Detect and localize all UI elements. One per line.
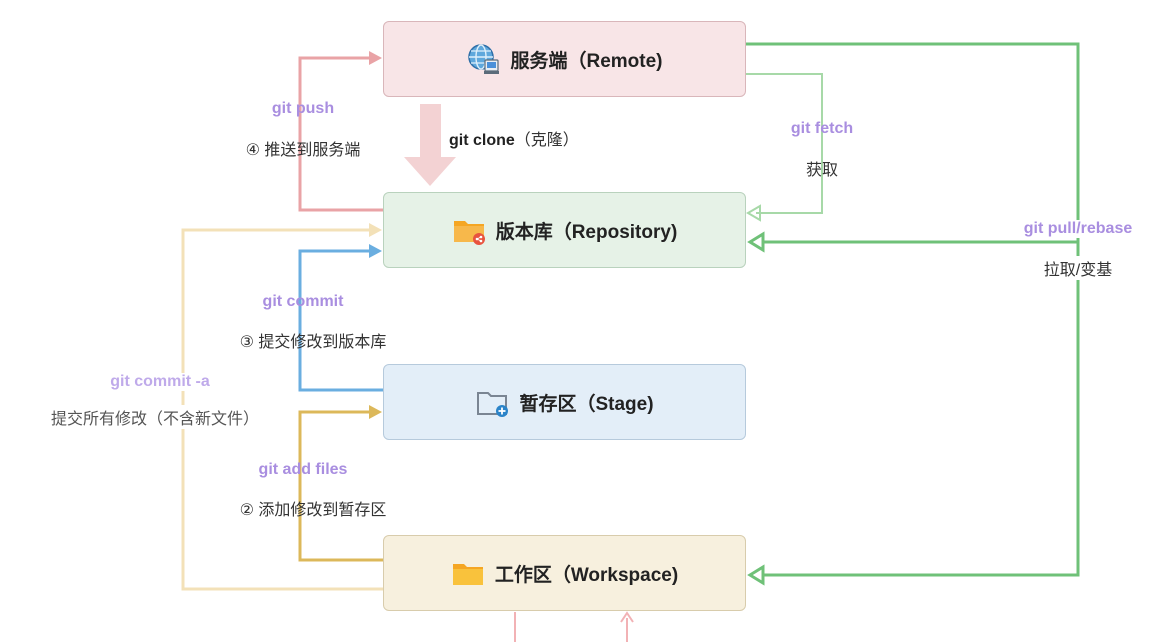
add-cmd: git add files [258, 461, 348, 478]
commit-arrow [298, 249, 383, 392]
commit-a-arrowhead [369, 223, 382, 237]
commit-arrowhead [369, 244, 382, 258]
add-arrowhead [369, 405, 382, 419]
push-arrow [298, 56, 383, 212]
remote-label: 服务端（Remote) [510, 50, 663, 72]
folder-icon [452, 564, 483, 585]
folder-share-icon [453, 221, 485, 245]
fetch-desc: 获取 [805, 162, 839, 179]
push-arrowhead [369, 51, 382, 65]
pull-arrowhead-repo [747, 231, 765, 253]
pull-desc: 拉取/变基 [1041, 256, 1115, 280]
commit-cmd: git commit [262, 293, 344, 310]
add-desc: ② 添加修改到暂存区 [239, 502, 387, 519]
stage-box: 暂存区（Stage) [383, 364, 746, 440]
bottom-arrowhead [620, 611, 634, 623]
clone-label: git clone（克隆） [449, 126, 579, 150]
fetch-arrowhead [746, 204, 761, 222]
repository-label: 版本库（Repository) [495, 221, 678, 243]
push-cmd: git push [271, 100, 335, 117]
repository-box: 版本库（Repository) [383, 192, 746, 268]
folder-add-icon [477, 392, 509, 417]
commit-a-cmd: git commit -a [108, 373, 212, 391]
stage-label: 暂存区（Stage) [519, 393, 654, 415]
pull-arrow [746, 42, 1080, 577]
push-desc: ④ 推送到服务端 [245, 142, 361, 159]
add-arrow [298, 410, 383, 562]
workspace-box: 工作区（Workspace) [383, 535, 746, 611]
pull-cmd: git pull/rebase [1021, 220, 1135, 238]
pull-arrowhead-work [747, 564, 765, 586]
commit-a-desc: 提交所有修改（不含新文件） [48, 405, 262, 429]
fetch-cmd: git fetch [790, 120, 854, 137]
clone-desc: （克隆） [514, 132, 579, 149]
clone-arrow [404, 104, 456, 186]
clone-cmd: git clone [449, 132, 515, 149]
workspace-label: 工作区（Workspace) [494, 564, 679, 586]
remote-box: 服务端（Remote) [383, 21, 746, 97]
commit-desc: ③ 提交修改到版本库 [239, 334, 387, 351]
globe-server-icon [468, 44, 500, 74]
fetch-arrow [746, 73, 823, 214]
